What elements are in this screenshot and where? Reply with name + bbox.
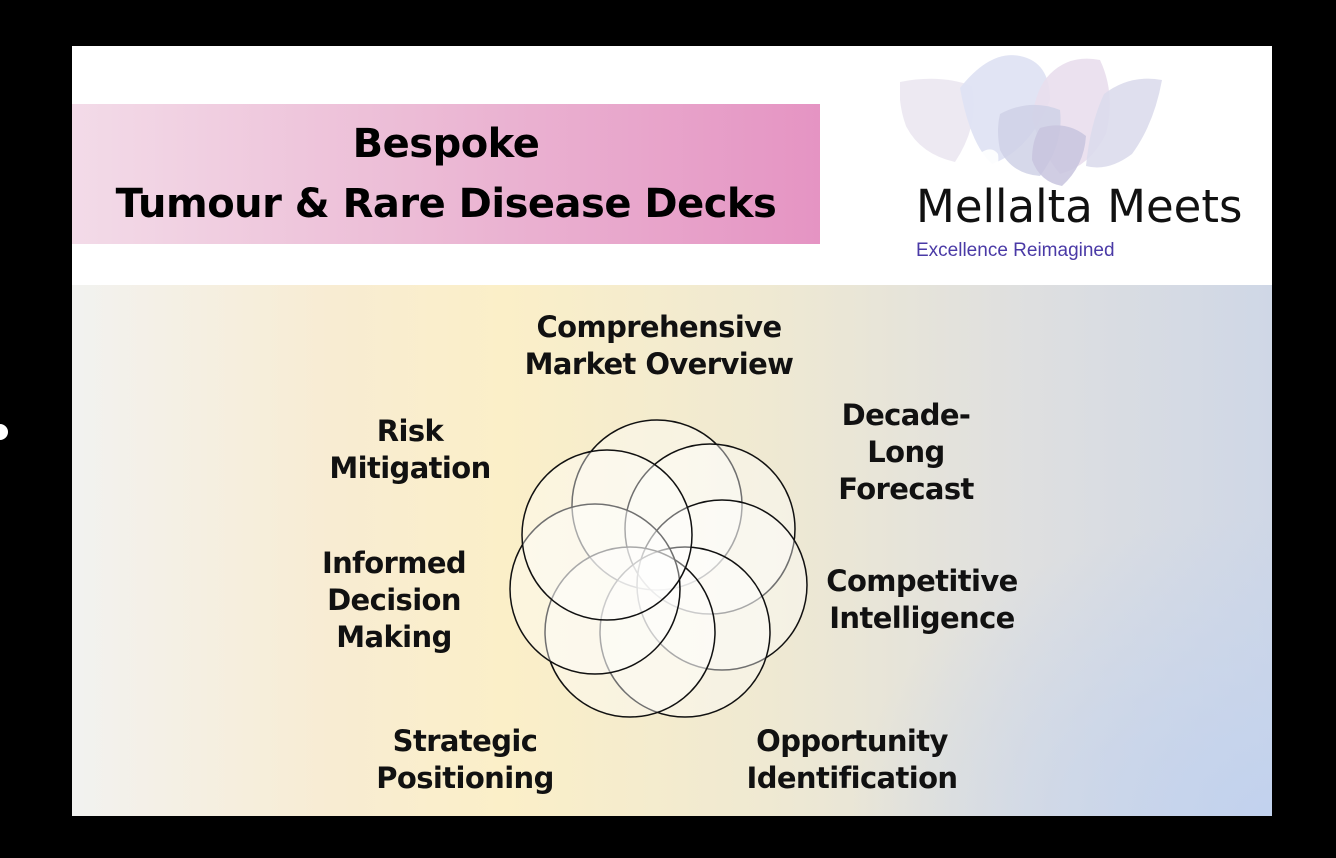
label-decade-long-forecast: Decade- Long Forecast [838,398,974,506]
logo-tagline: Excellence Reimagined [916,240,1115,261]
diagram-circle [521,449,693,621]
diagram-circle [509,503,681,675]
label-opportunity-identification: Opportunity Identification [746,724,959,795]
edge-notch [0,424,8,440]
diagram-area: Comprehensive Market Overview Decade- Lo… [72,285,1272,816]
title-banner: Bespoke Tumour & Rare Disease Decks [72,104,820,244]
title-line-2: Tumour & Rare Disease Decks [115,181,777,227]
label-market-overview: Comprehensive Market Overview [524,310,794,381]
diagram-circle [624,443,796,615]
logo: Mellalta Meets Excellence Reimagined [900,54,1243,274]
title-line-1: Bespoke [352,121,540,167]
label-competitive-intelligence: Competitive Intelligence [826,564,1018,635]
label-strategic-positioning: Strategic Positioning [376,724,554,795]
lotus-logo-icon [900,55,1162,186]
label-risk-mitigation: Risk Mitigation [329,414,491,485]
slide: Bespoke Tumour & Rare Disease Decks Mell… [72,46,1272,816]
logo-name: Mellalta Meets [916,180,1243,233]
diagram-circle [636,499,808,671]
overlapping-circles-diagram [509,419,808,718]
diagram-circle [599,546,771,718]
label-informed-decision-making: Informed Decision Making [321,546,467,654]
